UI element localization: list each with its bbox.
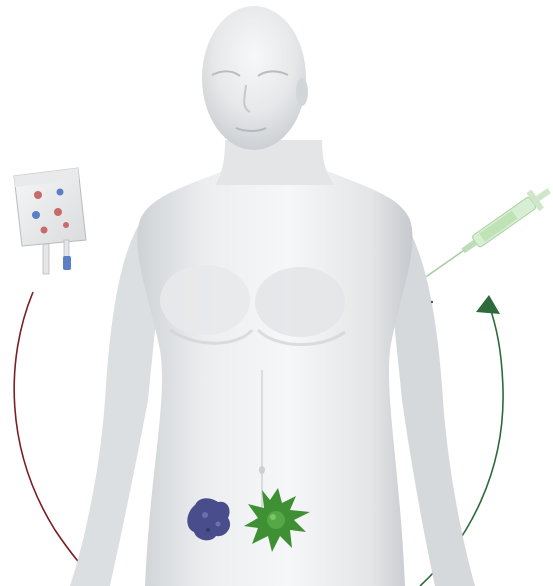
syringe-icon <box>420 182 553 286</box>
iv-bag-icon <box>14 168 86 274</box>
cycle-arrow-icon <box>476 295 500 314</box>
